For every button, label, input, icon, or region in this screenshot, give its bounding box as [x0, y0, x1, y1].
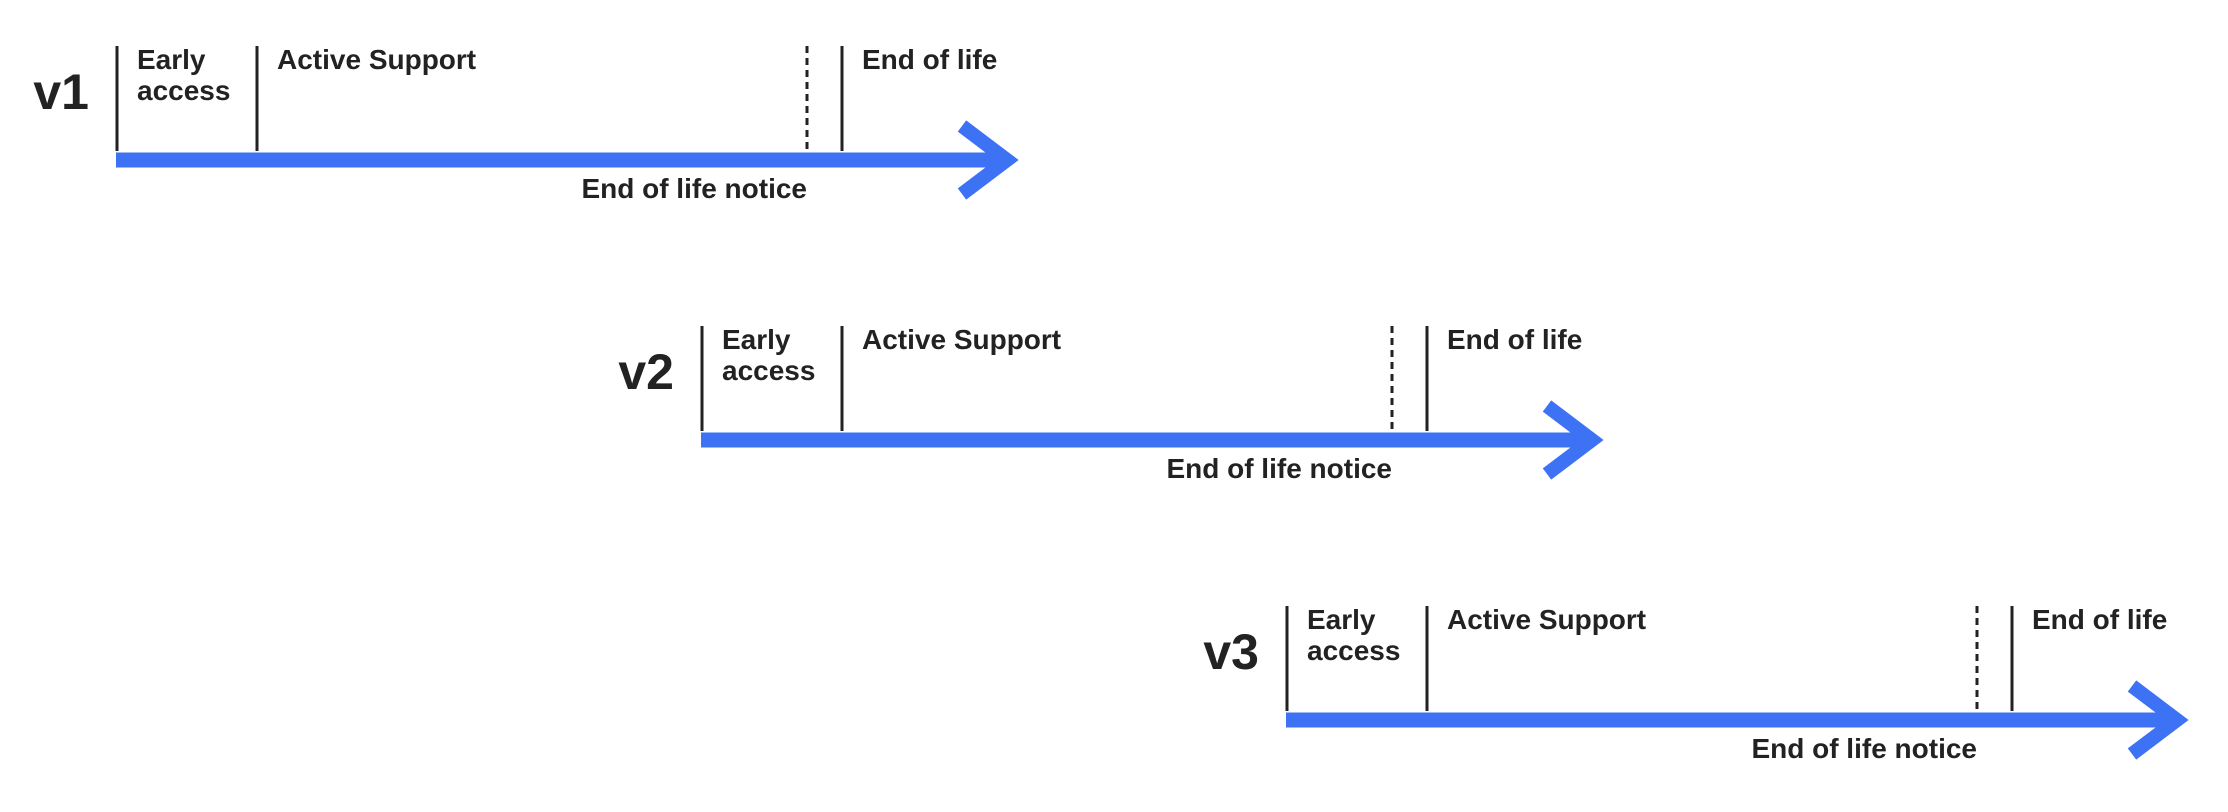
phase-label-active-support: Active Support — [862, 324, 1062, 355]
phase-label-active-support: Active Support — [1447, 604, 1647, 635]
phase-label-end-of-life: End of life — [862, 44, 998, 75]
phase-label-early-access: Early access — [137, 44, 231, 106]
phase-label-end-of-life: End of life — [1447, 324, 1583, 355]
phase-label-early-access: Early access — [1307, 604, 1401, 666]
phase-label-end-of-life-notice: End of life notice — [1751, 733, 1977, 764]
version-label: v2 — [618, 344, 674, 400]
phase-label-end-of-life-notice: End of life notice — [1166, 453, 1392, 484]
phase-label-early-access: Early access — [722, 324, 816, 386]
version-label: v3 — [1203, 624, 1259, 680]
phase-label-end-of-life-notice: End of life notice — [581, 173, 807, 204]
phase-label-end-of-life: End of life — [2032, 604, 2168, 635]
phase-label-active-support: Active Support — [277, 44, 477, 75]
version-label: v1 — [33, 64, 89, 120]
